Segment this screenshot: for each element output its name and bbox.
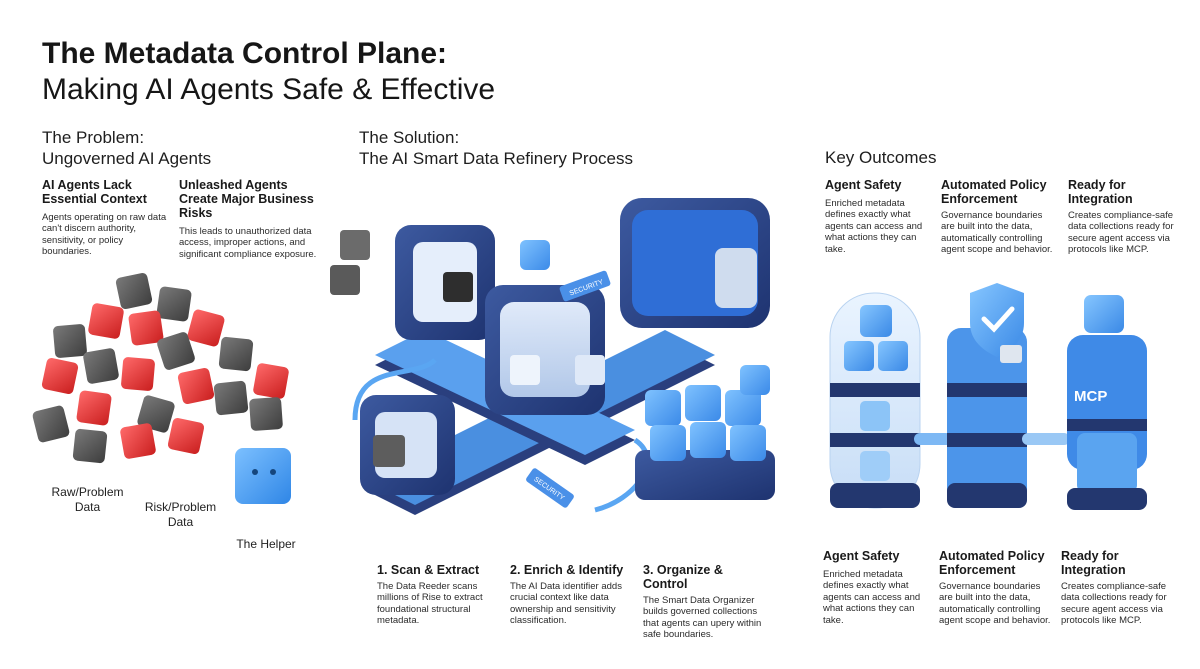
outcome-top-3-heading-line1: Ready for bbox=[1068, 178, 1126, 192]
problem-section-title: The Problem: Ungoverned AI Agents bbox=[42, 127, 211, 169]
outcome-top-2-heading-line1: Automated Policy bbox=[941, 178, 1047, 192]
outcomes-section-title: Key Outcomes bbox=[825, 148, 937, 167]
mcp-robot: MCP bbox=[1067, 295, 1147, 510]
robot-icon bbox=[740, 365, 770, 395]
page-title: The Metadata Control Plane: Making AI Ag… bbox=[42, 36, 495, 108]
problem-title-line1: The Problem: bbox=[42, 128, 145, 147]
outcome-bottom-3-heading-line1: Ready for bbox=[1061, 549, 1119, 563]
outcome-top-3-heading-line2: Integration bbox=[1068, 192, 1133, 206]
gate-machine bbox=[330, 225, 495, 340]
step-scan-extract: 1. Scan & Extract The Data Reeder scans … bbox=[377, 563, 487, 627]
step-2-body: The AI Data identifier adds crucial cont… bbox=[510, 581, 622, 627]
safety-capsule bbox=[829, 292, 921, 509]
outcome-bottom-1-body: Enriched metadata defines exactly what a… bbox=[823, 569, 921, 626]
mcp-label: MCP bbox=[1074, 388, 1107, 405]
problem-title-line2: Ungoverned AI Agents bbox=[42, 149, 212, 168]
risk-data-label-line2: Data bbox=[167, 515, 194, 529]
outcome-bottom-2-heading-line1: Automated Policy bbox=[939, 549, 1045, 563]
outcome-bottom-1-heading: Agent Safety bbox=[823, 549, 923, 563]
outcome-top-2-heading-line2: Enforcement bbox=[941, 192, 1018, 206]
step-1-body: The Data Reeder scans millions of Rise t… bbox=[377, 581, 483, 627]
raw-data-label-line2: Data bbox=[74, 500, 101, 514]
cube-pile-illustration bbox=[32, 272, 291, 504]
problem-col-context: AI Agents Lack Essential Context Agents … bbox=[42, 178, 170, 258]
outcome-top-agent-safety: Agent Safety Enriched metadata defines e… bbox=[825, 178, 925, 255]
raw-data-label: Raw/Problem Data bbox=[40, 485, 135, 515]
outcome-top-integration: Ready for Integration Creates compliance… bbox=[1068, 178, 1178, 256]
problem-col1-heading: AI Agents Lack Essential Context bbox=[42, 178, 170, 206]
governed-cube-collection bbox=[635, 385, 775, 500]
step-enrich-identify: 2. Enrich & Identify The AI Data identif… bbox=[510, 563, 625, 627]
step-3-body: The Smart Data Organizer builds governed… bbox=[643, 595, 762, 641]
problem-col2-heading: Unleashed Agents Create Major Business R… bbox=[179, 178, 314, 220]
problem-col-risks: Unleashed Agents Create Major Business R… bbox=[179, 178, 329, 260]
helper-robot-icon bbox=[235, 448, 291, 504]
organizer-machine bbox=[620, 198, 770, 328]
outcome-bottom-2-heading: Automated Policy Enforcement bbox=[939, 549, 1054, 577]
robot-icon bbox=[1084, 295, 1124, 333]
raw-data-label-line1: Raw/Problem bbox=[51, 485, 124, 499]
outcome-top-1-heading: Agent Safety bbox=[825, 178, 925, 192]
pipe bbox=[352, 358, 437, 421]
risk-data-label-line1: Risk/Problem bbox=[144, 500, 217, 514]
outcome-top-3-body: Creates compliance-safe data collections… bbox=[1068, 210, 1174, 256]
outcome-bottom-1-heading-line1: Agent Safety bbox=[823, 549, 900, 563]
outcome-top-2-heading: Automated Policy Enforcement bbox=[941, 178, 1056, 206]
outcomes-illustration: MCP bbox=[829, 283, 1147, 510]
outcome-top-policy: Automated Policy Enforcement Governance … bbox=[941, 178, 1056, 256]
step-3-heading: 3. Organize & Control bbox=[643, 563, 723, 591]
solution-section-title: The Solution: The AI Smart Data Refinery… bbox=[359, 127, 633, 169]
risk-data-label: Risk/Problem Data bbox=[138, 500, 223, 530]
outcome-bottom-2-heading-line2: Enforcement bbox=[939, 563, 1016, 577]
robot-icon bbox=[520, 240, 550, 270]
step-2-heading: 2. Enrich & Identify bbox=[510, 563, 624, 577]
step-1-heading: 1. Scan & Extract bbox=[377, 563, 480, 577]
shield-icon bbox=[970, 283, 1024, 357]
refinery-machine-illustration: SECURITY SECURITY bbox=[330, 198, 775, 515]
problem-col2-body: This leads to unauthorized data access, … bbox=[179, 226, 317, 260]
outcome-bottom-integration: Ready for Integration Creates compliance… bbox=[1061, 549, 1183, 627]
enrich-machine bbox=[485, 285, 605, 415]
robot-icon bbox=[860, 305, 892, 337]
outcome-bottom-3-heading-line2: Integration bbox=[1061, 563, 1126, 577]
security-tag-icon: SECURITY bbox=[526, 468, 574, 508]
outcome-bottom-3-heading: Ready for Integration bbox=[1061, 549, 1183, 577]
problem-col1-heading-line1: AI Agents Lack bbox=[42, 178, 132, 192]
outcome-top-1-heading-line1: Agent Safety bbox=[825, 178, 902, 192]
outcome-bottom-2-body: Governance boundaries are built into the… bbox=[939, 581, 1051, 627]
problem-col1-heading-line2: Essential Context bbox=[42, 192, 147, 206]
outcome-top-1-body: Enriched metadata defines exactly what a… bbox=[825, 198, 923, 255]
helper-label: The Helper bbox=[236, 537, 296, 551]
policy-capsule bbox=[947, 283, 1027, 508]
outcome-bottom-agent-safety: Agent Safety Enriched metadata defines e… bbox=[823, 549, 923, 626]
page-title-line1: The Metadata Control Plane: bbox=[42, 37, 448, 70]
outcome-top-3-heading: Ready for Integration bbox=[1068, 178, 1178, 206]
outcome-bottom-policy: Automated Policy Enforcement Governance … bbox=[939, 549, 1054, 627]
solution-title-line2: The AI Smart Data Refinery Process bbox=[359, 149, 633, 168]
scanner-machine bbox=[360, 395, 455, 495]
outcome-top-2-body: Governance boundaries are built into the… bbox=[941, 210, 1053, 256]
problem-col1-body: Agents operating on raw data can't disce… bbox=[42, 212, 167, 258]
page-title-line2: Making AI Agents Safe & Effective bbox=[42, 73, 496, 106]
solution-title-line1: The Solution: bbox=[359, 128, 460, 147]
step-organize-control: 3. Organize & Control The Smart Data Org… bbox=[643, 563, 768, 641]
outcome-bottom-3-body: Creates compliance-safe data collections… bbox=[1061, 581, 1167, 627]
cube-pile bbox=[32, 272, 289, 464]
lock-icon bbox=[1000, 345, 1022, 363]
